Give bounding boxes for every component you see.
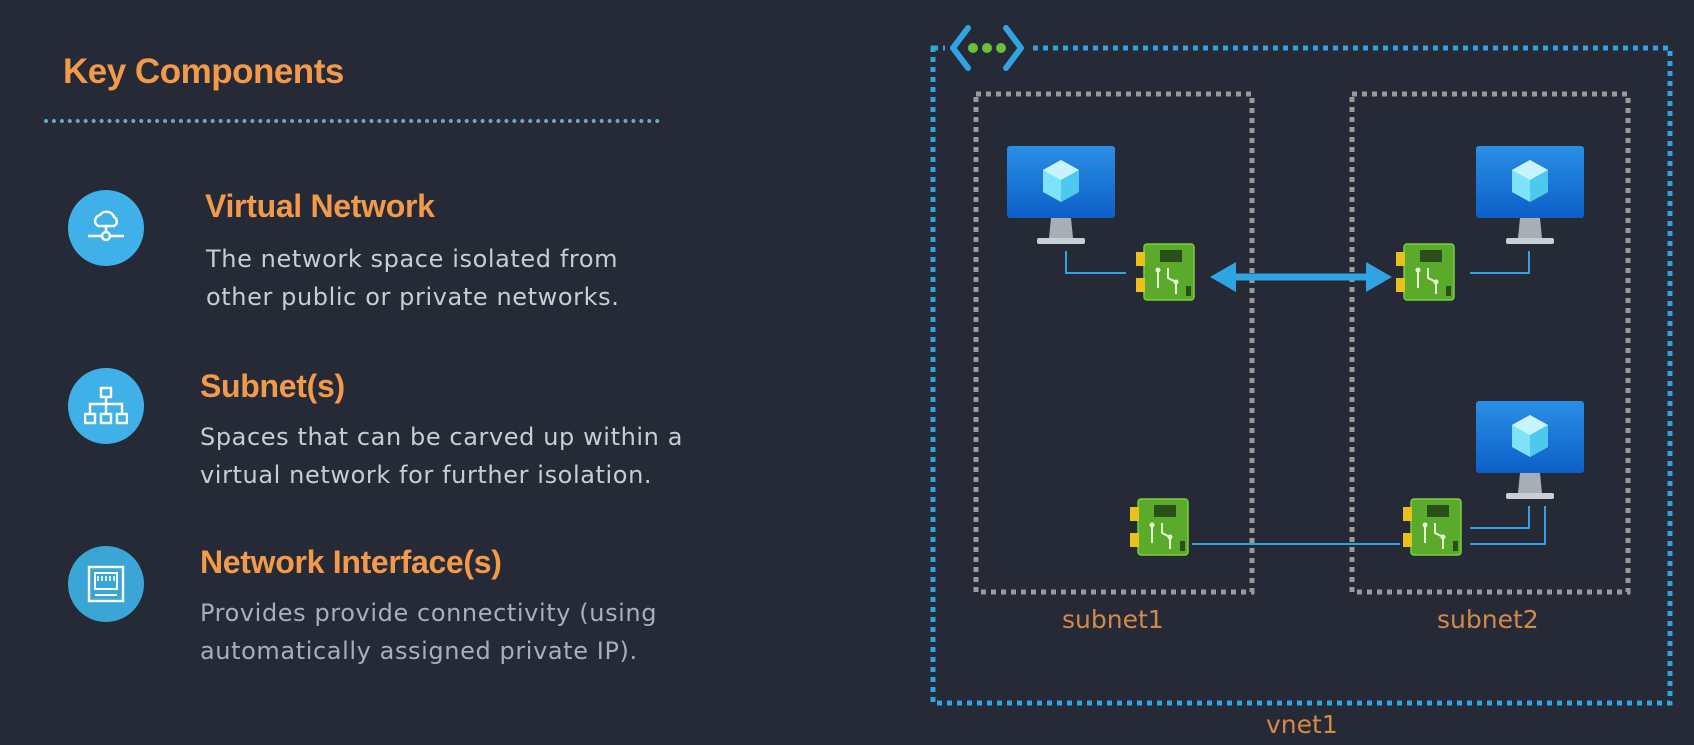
component-description: Spaces that can be carved up within a vi… (200, 418, 760, 494)
component-title: Network Interface(s) (200, 544, 502, 580)
subnet-hierarchy-icon (68, 368, 144, 444)
network-interface-card-icon (1402, 498, 1462, 556)
component-title: Virtual Network (205, 188, 435, 224)
subnet1-label: subnet1 (1062, 605, 1164, 634)
virtual-network-badge-icon (950, 25, 1024, 71)
component-item-subnet: Subnet(s) Spaces that can be carved up w… (0, 367, 760, 517)
description-line: other public or private networks. (206, 283, 620, 311)
component-description: The network space isolated from other pu… (206, 240, 766, 316)
bidirectional-arrow-icon (1210, 262, 1392, 292)
description-line: automatically assigned private IP). (200, 637, 638, 665)
virtual-machine-icon (1476, 146, 1584, 244)
network-interface-card-icon (1135, 243, 1195, 301)
component-description: Provides provide connectivity (using aut… (200, 594, 760, 670)
subnet2-boundary (1349, 91, 1631, 595)
description-line: Spaces that can be carved up within a (200, 423, 684, 451)
component-item-network-interface: Network Interface(s) Provides provide co… (0, 544, 760, 694)
page-title: Key Components (63, 52, 344, 91)
vnet-boundary (930, 45, 1673, 706)
component-item-virtual-network: Virtual Network The network space isolat… (0, 188, 760, 338)
subnet1-boundary (973, 91, 1255, 595)
vnet1-label: vnet1 (1266, 710, 1338, 739)
description-line: Provides provide connectivity (using (200, 599, 658, 627)
virtual-machine-icon (1007, 146, 1115, 244)
network-interface-card-icon (1129, 498, 1189, 556)
description-line: virtual network for further isolation. (200, 461, 653, 489)
virtual-network-icon (68, 190, 144, 266)
virtual-machine-icon (1476, 401, 1584, 499)
network-interface-icon (68, 546, 144, 622)
subnet2-label: subnet2 (1437, 605, 1539, 634)
title-divider (44, 119, 660, 123)
network-interface-card-icon (1395, 243, 1455, 301)
description-line: The network space isolated from (206, 245, 619, 273)
component-title: Subnet(s) (200, 368, 345, 404)
